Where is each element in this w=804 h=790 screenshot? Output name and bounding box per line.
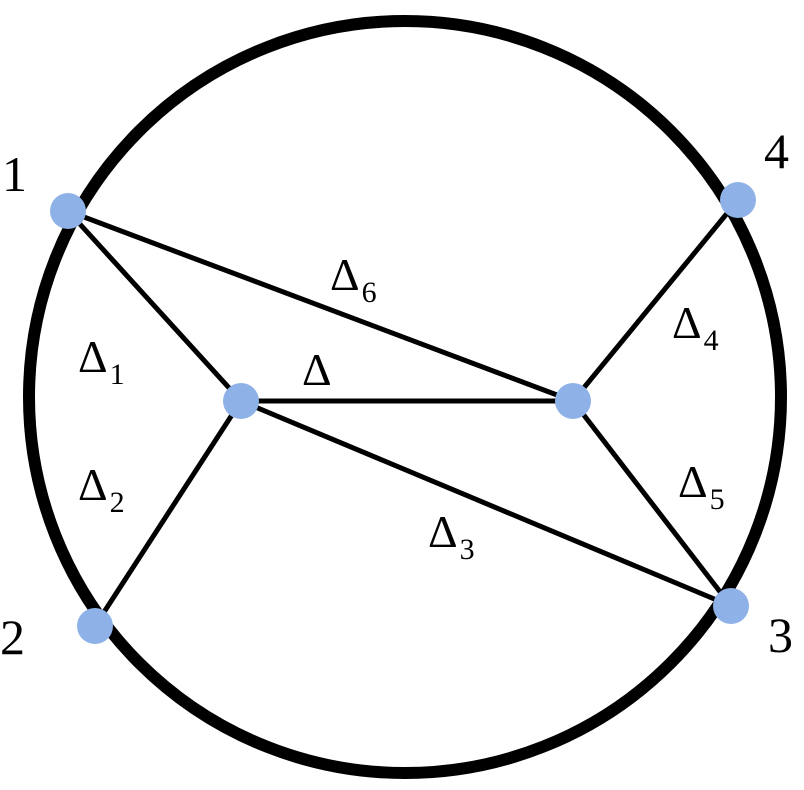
boundary-node-3 [713, 588, 749, 624]
edges [65, 197, 741, 629]
edge-label-delta-2-sub: 2 [110, 486, 125, 519]
edge-label-delta-3: Δ3 [428, 506, 475, 566]
edge-label-delta-4-sub: 4 [704, 324, 719, 357]
boundary-node-4 [720, 182, 756, 218]
boundary-node-1 [50, 193, 86, 229]
edge-left-vertex-to-2 [92, 398, 244, 629]
edge-label-delta-symbol: Δ [302, 344, 332, 395]
external-label-2: 2 [0, 609, 25, 665]
boundary-circle [23, 15, 787, 779]
edge-label-delta-5-sub: 5 [710, 483, 725, 516]
edge-label-delta: Δ [302, 344, 332, 395]
edge-label-delta-1-sub: 1 [110, 358, 125, 391]
nodes [50, 182, 756, 644]
edge-label-delta-6-sub: 6 [362, 276, 377, 309]
edge-label-delta-2: Δ2 [78, 459, 125, 519]
edge-label-delta-5: Δ5 [678, 456, 725, 516]
internal-vertex-right [555, 383, 591, 419]
edge-label-delta-4: Δ4 [672, 297, 719, 357]
edge-label-delta-2-symbol: Δ [78, 459, 108, 510]
edge-right-vertex-to-4 [570, 197, 741, 404]
edge-label-delta-5-symbol: Δ [678, 456, 708, 507]
edge-1-to-right-vertex [65, 208, 576, 404]
edge-1-to-left-vertex [65, 208, 244, 404]
edge-label-delta-3-sub: 3 [460, 533, 475, 566]
edge-label-delta-1: Δ1 [78, 331, 125, 391]
edge-left-vertex-to-3 [238, 398, 734, 609]
boundary-node-2 [77, 608, 113, 644]
edge-label-delta-4-symbol: Δ [672, 297, 702, 348]
external-label-1: 1 [2, 146, 27, 202]
edge-label-delta-6: Δ6 [330, 249, 377, 309]
edge-right-vertex-to-3 [570, 398, 734, 609]
external-label-3: 3 [768, 607, 793, 663]
edge-label-delta-3-symbol: Δ [428, 506, 458, 557]
edge-label-delta-1-symbol: Δ [78, 331, 108, 382]
external-label-4: 4 [764, 123, 789, 179]
edge-label-delta-6-symbol: Δ [330, 249, 360, 300]
internal-vertex-left [223, 383, 259, 419]
